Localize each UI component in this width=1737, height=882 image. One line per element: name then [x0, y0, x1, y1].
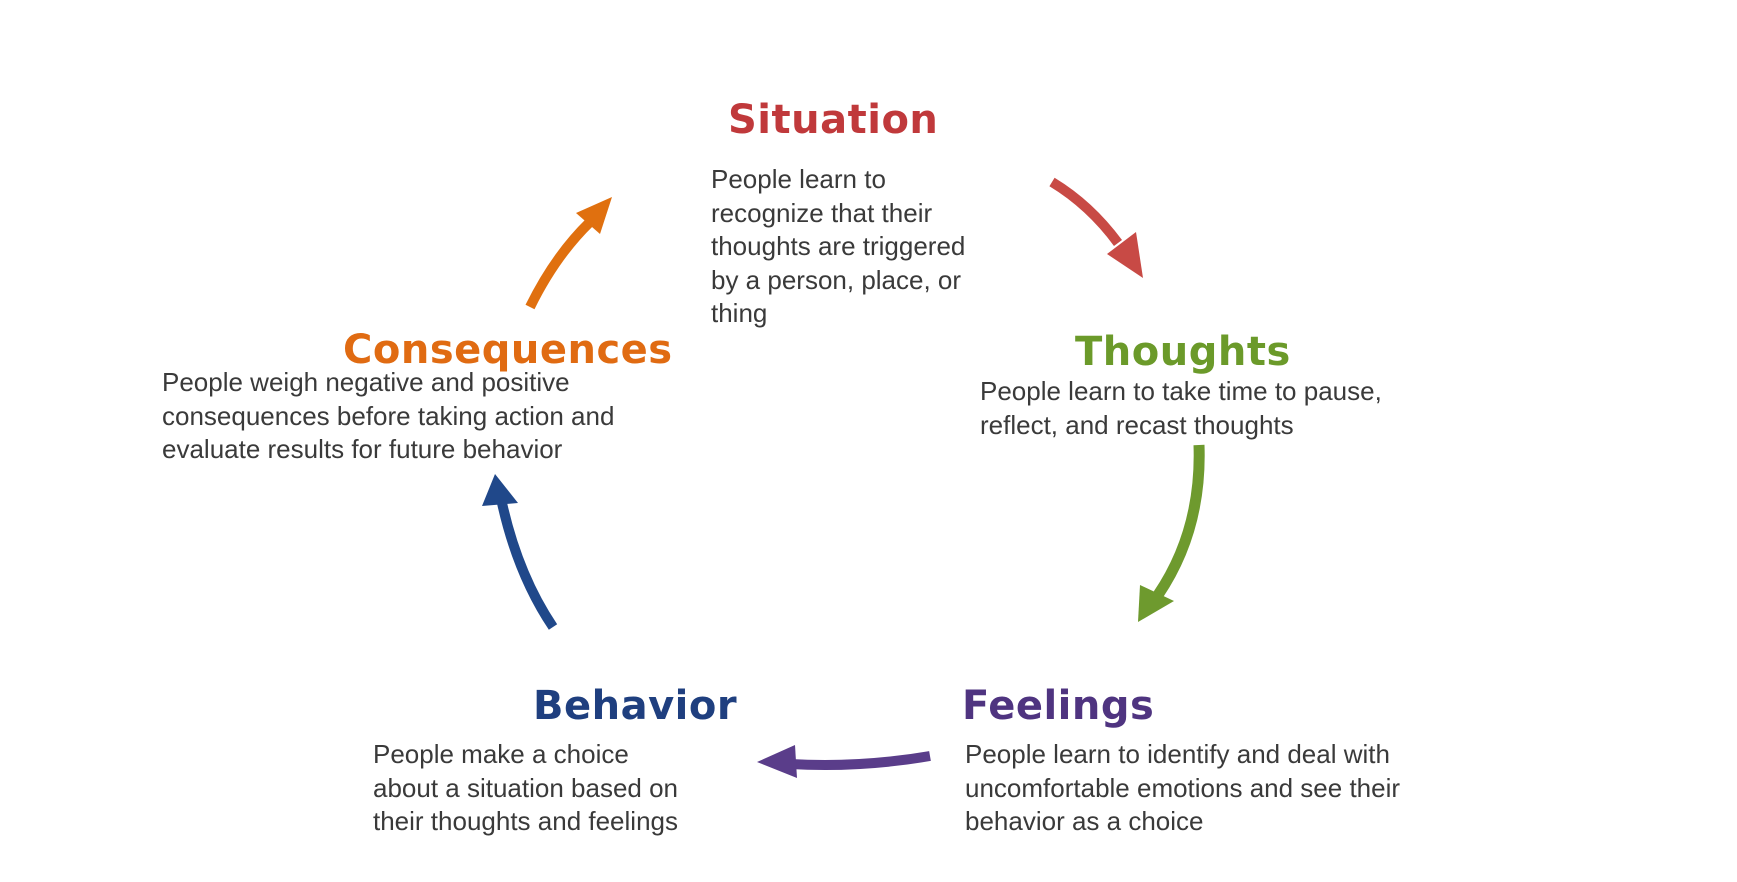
node-description-feelings: People learn to identify and deal with u…	[965, 739, 1401, 836]
node-description-consequences: People weigh negative and positive conse…	[162, 367, 615, 464]
node-title-behavior: Behavior	[533, 683, 738, 729]
node-description-thoughts: People learn to take time to pause, refl…	[980, 376, 1382, 440]
arrow-shaft	[1049, 177, 1123, 246]
arrow-behavior-to-consequences	[482, 474, 558, 630]
arrow-thoughts-to-feelings	[1138, 444, 1205, 622]
arrowhead-icon	[482, 474, 518, 506]
arrowhead-icon	[1107, 232, 1143, 278]
node-title-consequences: Consequences	[343, 327, 673, 373]
arrow-feelings-to-behavior	[757, 745, 931, 778]
arrow-shaft	[497, 501, 558, 630]
arrowhead-icon	[757, 745, 797, 778]
arrow-shaft	[525, 218, 594, 310]
arrow-consequences-to-situation	[525, 197, 612, 310]
node-title-thoughts: Thoughts	[1075, 329, 1291, 375]
node-title-situation: Situation	[728, 97, 939, 143]
arrow-shaft	[789, 751, 931, 770]
arrow-situation-to-thoughts	[1049, 177, 1143, 278]
node-title-feelings: Feelings	[962, 683, 1155, 729]
node-description-situation: People learn to recognize that their tho…	[711, 164, 966, 328]
arrowhead-icon	[1138, 585, 1174, 622]
arrowhead-icon	[576, 197, 612, 234]
arrow-shaft	[1153, 444, 1205, 599]
node-description-behavior: People make a choice about a situation b…	[373, 739, 679, 836]
